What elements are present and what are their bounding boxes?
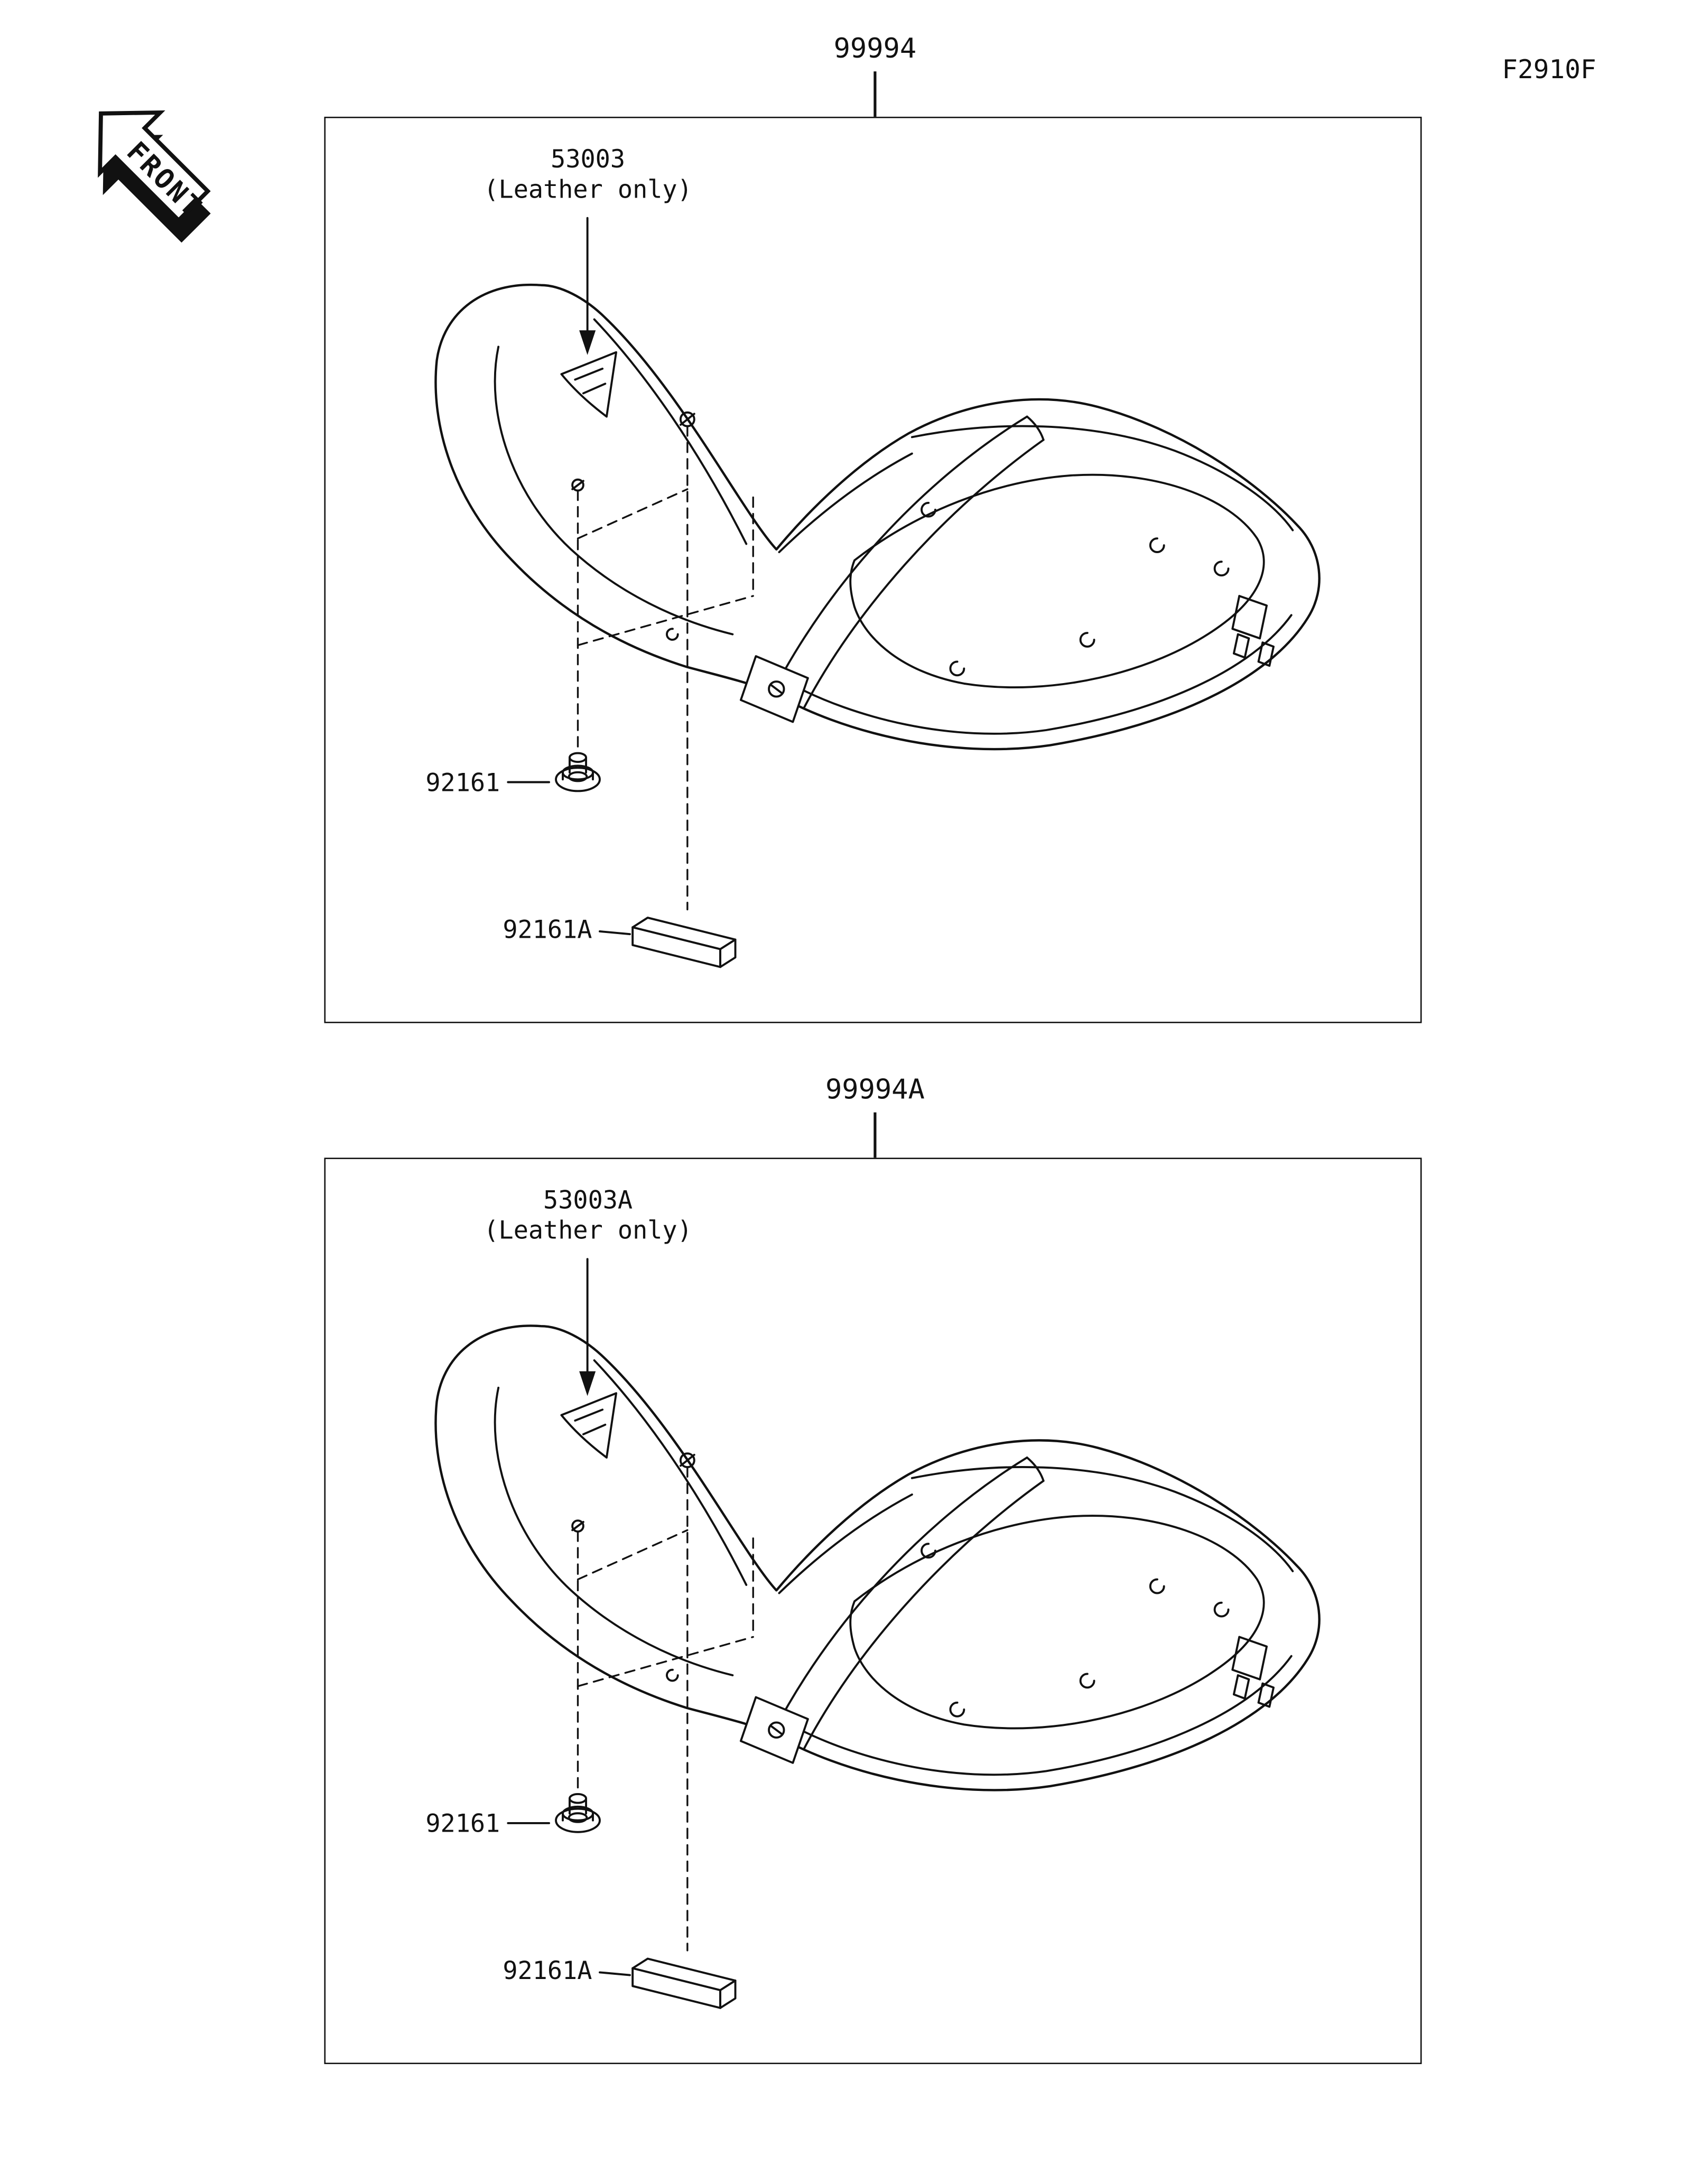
front-arrow-icon: FRONT	[98, 110, 211, 243]
part-label-cover-2: 53003A (Leather only)	[484, 1187, 692, 1247]
assembly-code-1: 99994	[833, 31, 917, 65]
assembly-box-1: 53003 (Leather only) 92161 92161A	[324, 116, 1422, 1023]
leader-line	[874, 71, 876, 117]
part-label-damper-2: 92161	[425, 1810, 500, 1839]
seat-illustration-2	[326, 1159, 1420, 2062]
part-label-damper-a-2: 92161A	[503, 1957, 592, 1986]
assembly-code-2: 99994A	[825, 1072, 925, 1106]
part-label-cover-1: 53003 (Leather only)	[484, 146, 692, 206]
part-number: 53003A	[543, 1186, 633, 1216]
part-label-damper-a-1: 92161A	[503, 916, 592, 945]
part-label-damper-1: 92161	[425, 769, 500, 798]
assembly-box-2: 53003A (Leather only) 92161 92161A	[324, 1158, 1422, 2065]
part-number: 53003	[551, 145, 626, 175]
doc-code: F2910F	[1502, 54, 1596, 86]
part-note: (Leather only)	[484, 1217, 692, 1246]
seat-illustration-1	[326, 118, 1420, 1022]
leader-line	[874, 1112, 876, 1158]
part-note: (Leather only)	[484, 175, 692, 205]
